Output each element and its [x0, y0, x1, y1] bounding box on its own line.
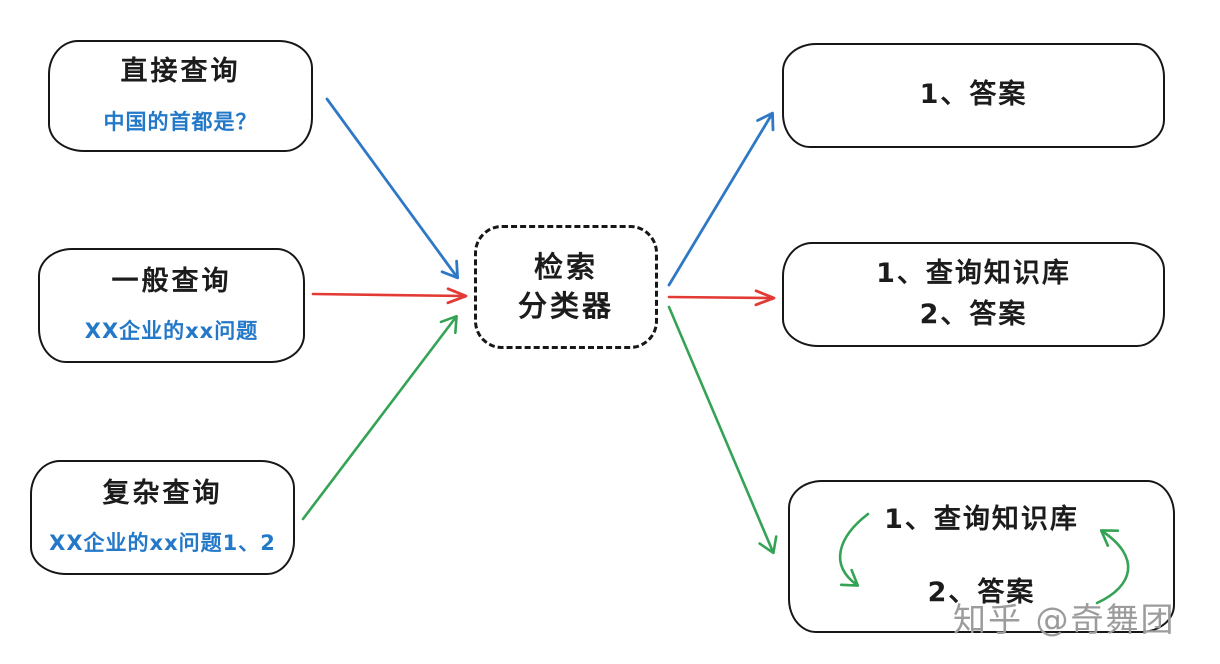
node-complex-query: 复杂查询 XX企业的xx问题1、2: [30, 460, 295, 575]
classifier-line2: 分类器: [517, 289, 614, 323]
node-general-query: 一般查询 XX企业的xx问题: [38, 248, 305, 363]
node-direct-query: 直接查询 中国的首都是？: [48, 40, 313, 152]
zhihu-watermark: 知乎 @奇舞团: [953, 600, 1176, 639]
node-retrieval-classifier: 检索 分类器: [474, 225, 658, 349]
node-result-direct: 1、答案: [782, 43, 1165, 148]
result-step: 2、答案: [927, 576, 1036, 608]
result-step: 2、答案: [919, 298, 1028, 330]
result-step: 1、查询知识库: [876, 258, 1071, 290]
node-title: 一般查询: [111, 265, 232, 297]
result-step: 1、答案: [919, 79, 1028, 111]
node-title: 直接查询: [120, 56, 241, 88]
node-title: 复杂查询: [102, 477, 223, 509]
arrow-complex-to-classifier: [301, 314, 458, 521]
node-example: 中国的首都是？: [103, 109, 258, 134]
arrow-classifier-to-loop: [667, 305, 778, 555]
arrow-classifier-to-kb-answer: [667, 289, 776, 307]
arrow-general-to-classifier: [311, 287, 468, 305]
node-example: XX企业的xx问题: [84, 319, 259, 344]
arrow-direct-to-classifier: [325, 97, 459, 280]
result-step: 1、查询知识库: [884, 504, 1079, 536]
node-example: XX企业的xx问题1、2: [49, 531, 276, 556]
arrow-classifier-to-answer: [667, 111, 775, 287]
classifier-line1: 检索: [533, 249, 598, 284]
node-result-general: 1、查询知识库 2、答案: [782, 242, 1165, 347]
